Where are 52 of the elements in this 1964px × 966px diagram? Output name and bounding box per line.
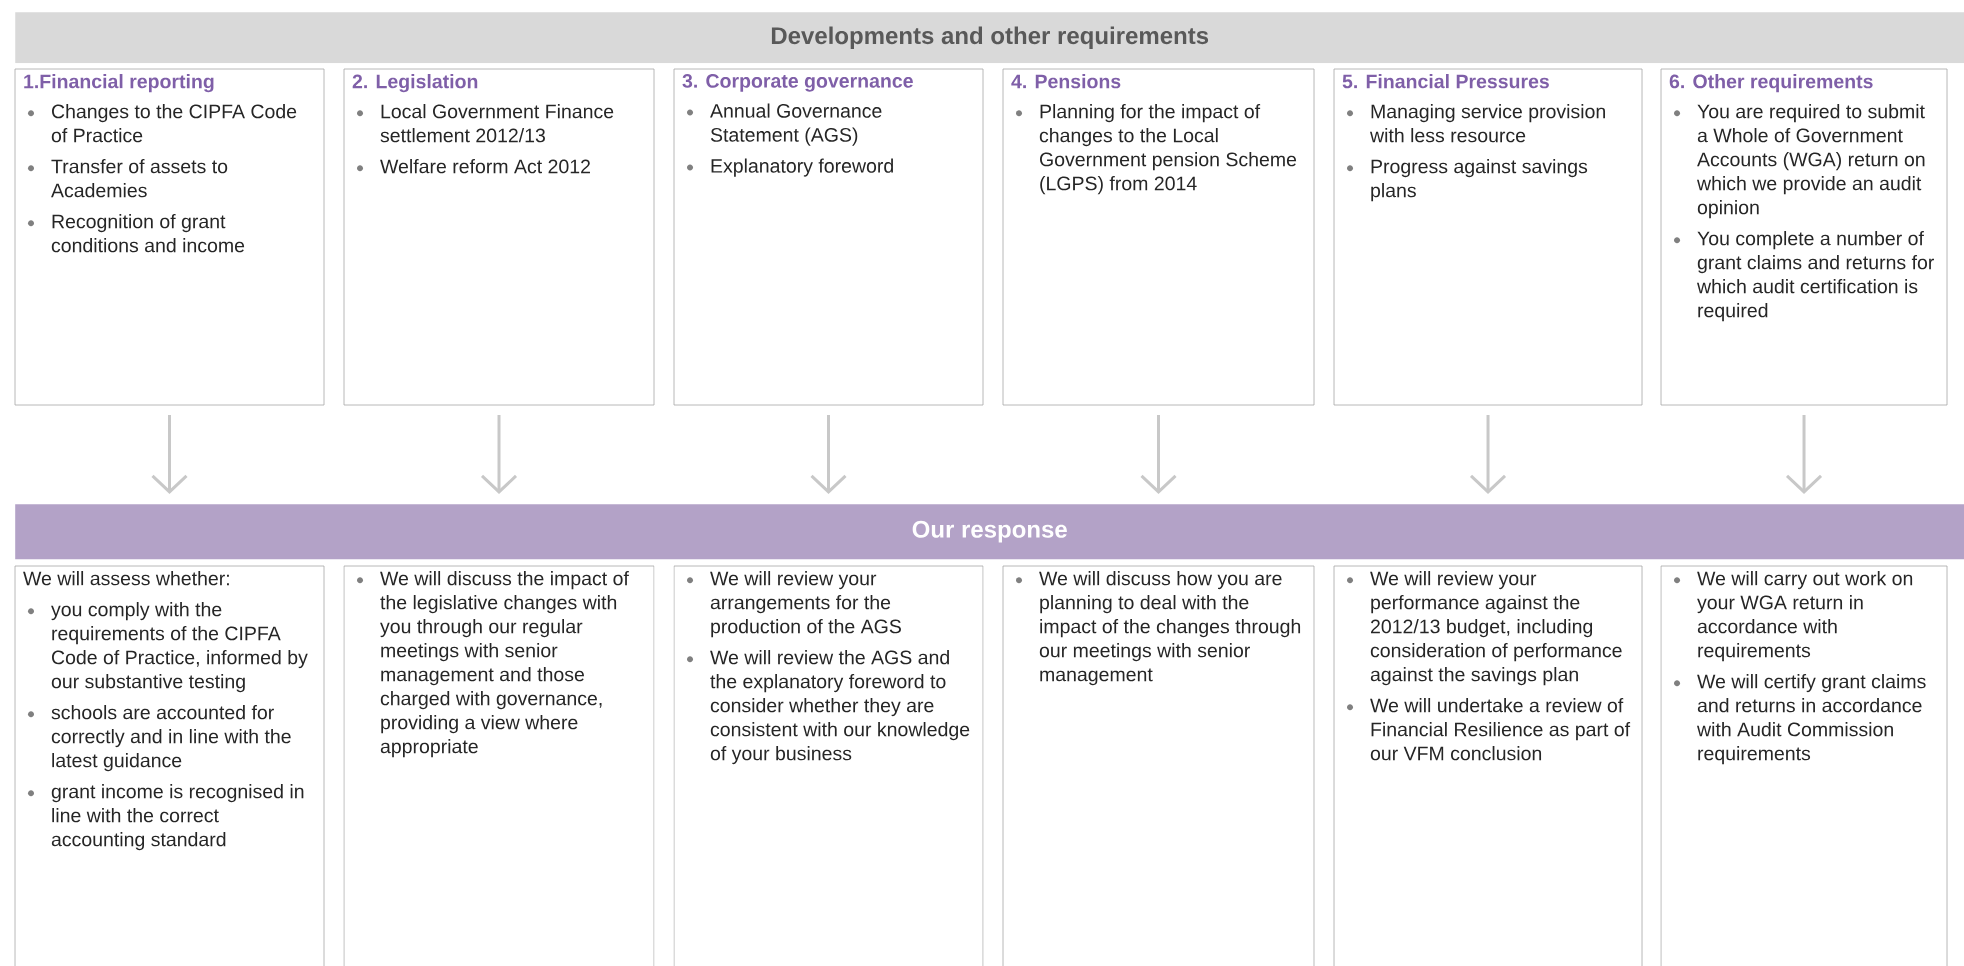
- column-heading: 3. Corporate governance: [682, 74, 913, 92]
- column-heading: 5. Financial Pressures: [1342, 74, 1549, 89]
- column-heading: 6. Other requirements: [1669, 74, 1873, 93]
- column-heading: 1.Financial reporting: [24, 74, 214, 93]
- bullet-item: Transfer of assets to Academies: [28, 159, 228, 198]
- arrow: [151, 415, 188, 494]
- arrow: [1470, 415, 1507, 494]
- bullet-item: We will carry out work on your WGA return in accordance with requirements: [1674, 571, 1913, 662]
- bullet-item: We will review the AGS and the explanatory foreword to consider whether they are consistent with our knowledge of your business: [687, 650, 970, 765]
- bullet-item: We will discuss the impact of the legislative changes with you through our regular meetings with senior management and those charged with governance, providing a view where appropriate: [357, 571, 629, 758]
- intro-text: We will assess whether:: [23, 571, 229, 586]
- bullet-item: We will review your performance against the 2012/13 budget, including consideration of performance against the savings plan: [1347, 571, 1622, 686]
- bullet-item: You are required to submit a Whole of Government Accounts (WGA) return on which we provide an audit opinion: [1674, 104, 1925, 219]
- bullet-item: schools are accounted for correctly and in line with the latest guidance: [28, 705, 291, 772]
- column-box: [343, 565, 655, 966]
- column-box: [1333, 68, 1643, 406]
- bullet-item: Recognition of grant conditions and income: [28, 214, 245, 253]
- bullet-item: Annual Governance Statement (AGS): [687, 103, 882, 146]
- bullet-item: Welfare reform Act 2012: [357, 159, 590, 174]
- bullet-item: Changes to the CIPFA Code of Practice: [28, 104, 297, 143]
- band-title: Our response: [912, 520, 1067, 543]
- column-heading: 2. Legislation: [352, 74, 478, 93]
- bullet-item: We will undertake a review of Financial Resilience as part of our VFM conclusion: [1347, 698, 1631, 761]
- column-box: [343, 68, 655, 406]
- header-band: [15, 12, 1964, 64]
- bullet-item: We will discuss how you are planning to deal with the impact of the changes through our meetings with senior management: [1016, 571, 1301, 686]
- bullet-item: You complete a number of grant claims and returns for which audit certification is required: [1674, 231, 1934, 322]
- column-box: [1660, 68, 1948, 406]
- bullet-item: you comply with the requirements of the CIPFA Code of Practice, informed by our substantive testing: [28, 602, 308, 693]
- column-box: [673, 565, 984, 966]
- band-title: Developments and other requirements: [771, 26, 1209, 49]
- bullet-item: Progress against savings plans: [1347, 159, 1588, 202]
- column-heading: 4. Pensions: [1011, 74, 1121, 89]
- bullet-item: grant income is recognised in line with the correct accounting standard: [28, 784, 304, 851]
- bullet-item: Managing service provision with less resource: [1347, 104, 1605, 143]
- bullet-item: Explanatory foreword: [687, 158, 893, 177]
- bullet-item: Planning for the impact of changes to the Local Government pension Scheme (LGPS) from 2014: [1016, 104, 1297, 195]
- bullet-item: We will review your arrangements for the production of the AGS: [687, 571, 901, 638]
- arrow: [1786, 415, 1823, 494]
- column-box: [1002, 68, 1315, 406]
- column-box: [14, 68, 325, 406]
- bullet-item: Local Government Finance settlement 2012/13: [357, 104, 614, 143]
- column-box: [1660, 565, 1948, 966]
- column-box: [14, 565, 325, 966]
- column-box: [673, 68, 984, 406]
- bullet-item: We will certify grant claims and returns in accordance with Audit Commission requirements: [1674, 674, 1926, 765]
- arrow: [481, 415, 518, 494]
- column-box: [1002, 565, 1315, 966]
- response-band: [15, 504, 1964, 560]
- arrow: [1140, 415, 1177, 494]
- arrow: [810, 415, 847, 494]
- column-box: [1333, 565, 1643, 966]
